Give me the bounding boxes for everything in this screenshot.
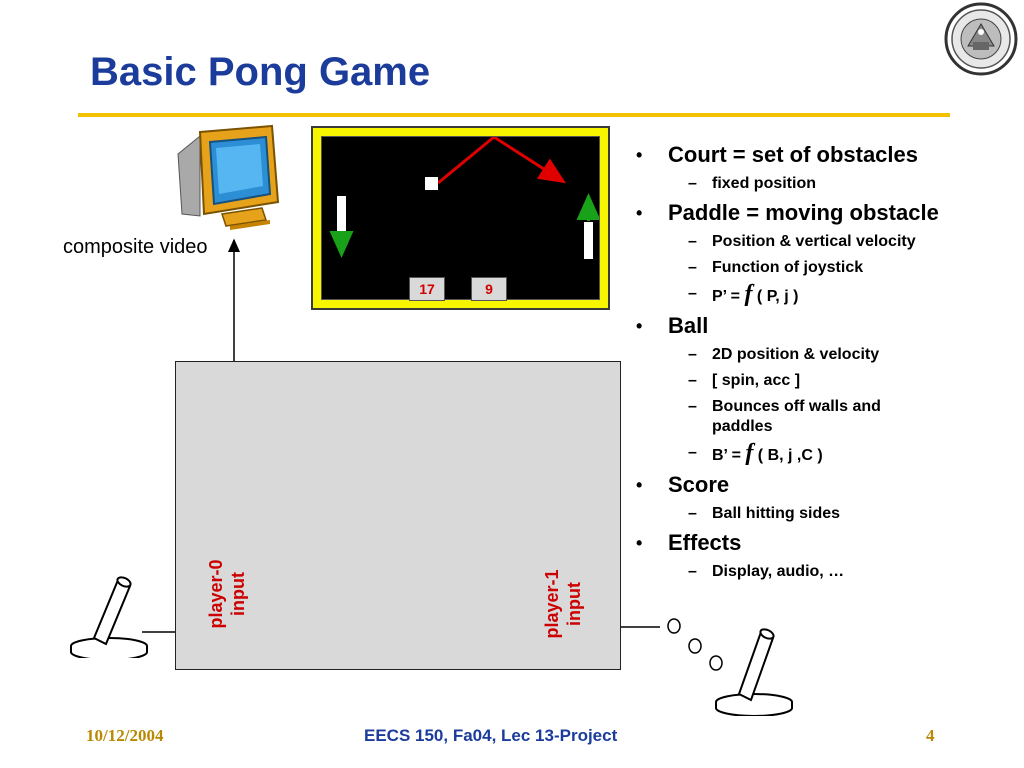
ball-path [437, 137, 567, 185]
title-underline [78, 113, 950, 117]
bullet-ball: •Ball [636, 313, 709, 338]
footer-course: EECS 150, Fa04, Lec 13-Project [364, 726, 618, 745]
bullet-court: •Court = set of obstacles [636, 142, 919, 167]
court-drawing [329, 137, 599, 259]
sub-bullet: –P’ = f ( P, j ) [688, 281, 799, 307]
university-seal-icon [944, 2, 1018, 76]
player0-input-label: player-0 input [206, 559, 248, 629]
sub-bullet: –Ball hitting sides [688, 505, 841, 522]
player1-input-label: player-1 input [542, 569, 584, 639]
score-left: 17 [409, 277, 445, 301]
sub-bullet: –fixed position [688, 175, 816, 192]
bullet-list: •Court = set of obstacles –fixed positio… [636, 136, 1006, 582]
pong-court: 17 9 [321, 136, 600, 301]
joystick-icon [70, 576, 148, 658]
thought-bubbles [667, 618, 723, 671]
score-right: 9 [471, 277, 507, 301]
monitor-label: composite video [63, 236, 208, 258]
sub-bullet: –[ spin, acc ] [688, 372, 801, 389]
sub-bullet: –B’ = f ( B, j ,C ) [688, 440, 823, 466]
sub-bullet: –Bounces off walls and paddles [688, 398, 881, 435]
left-paddle [337, 196, 346, 232]
logic-board: player-0 input player-1 input [175, 361, 621, 670]
sub-bullet: –2D position & velocity [688, 346, 880, 363]
sub-bullet: –Position & vertical velocity [688, 233, 916, 250]
sub-bullet: –Function of joystick [688, 259, 864, 276]
footer-page-number: 4 [926, 726, 935, 745]
ball [425, 177, 438, 190]
bullet-effects: •Effects [636, 530, 742, 555]
bullet-score: •Score [636, 472, 730, 497]
joystick-icon [715, 628, 793, 716]
pong-court-frame: 17 9 [311, 126, 610, 310]
slide-title: Basic Pong Game [90, 50, 431, 94]
monitor-icon [177, 124, 280, 230]
bullet-paddle: •Paddle = moving obstacle [636, 200, 939, 225]
right-paddle [584, 222, 593, 259]
footer-date: 10/12/2004 [86, 726, 164, 745]
sub-bullet: –Display, audio, … [688, 563, 845, 580]
